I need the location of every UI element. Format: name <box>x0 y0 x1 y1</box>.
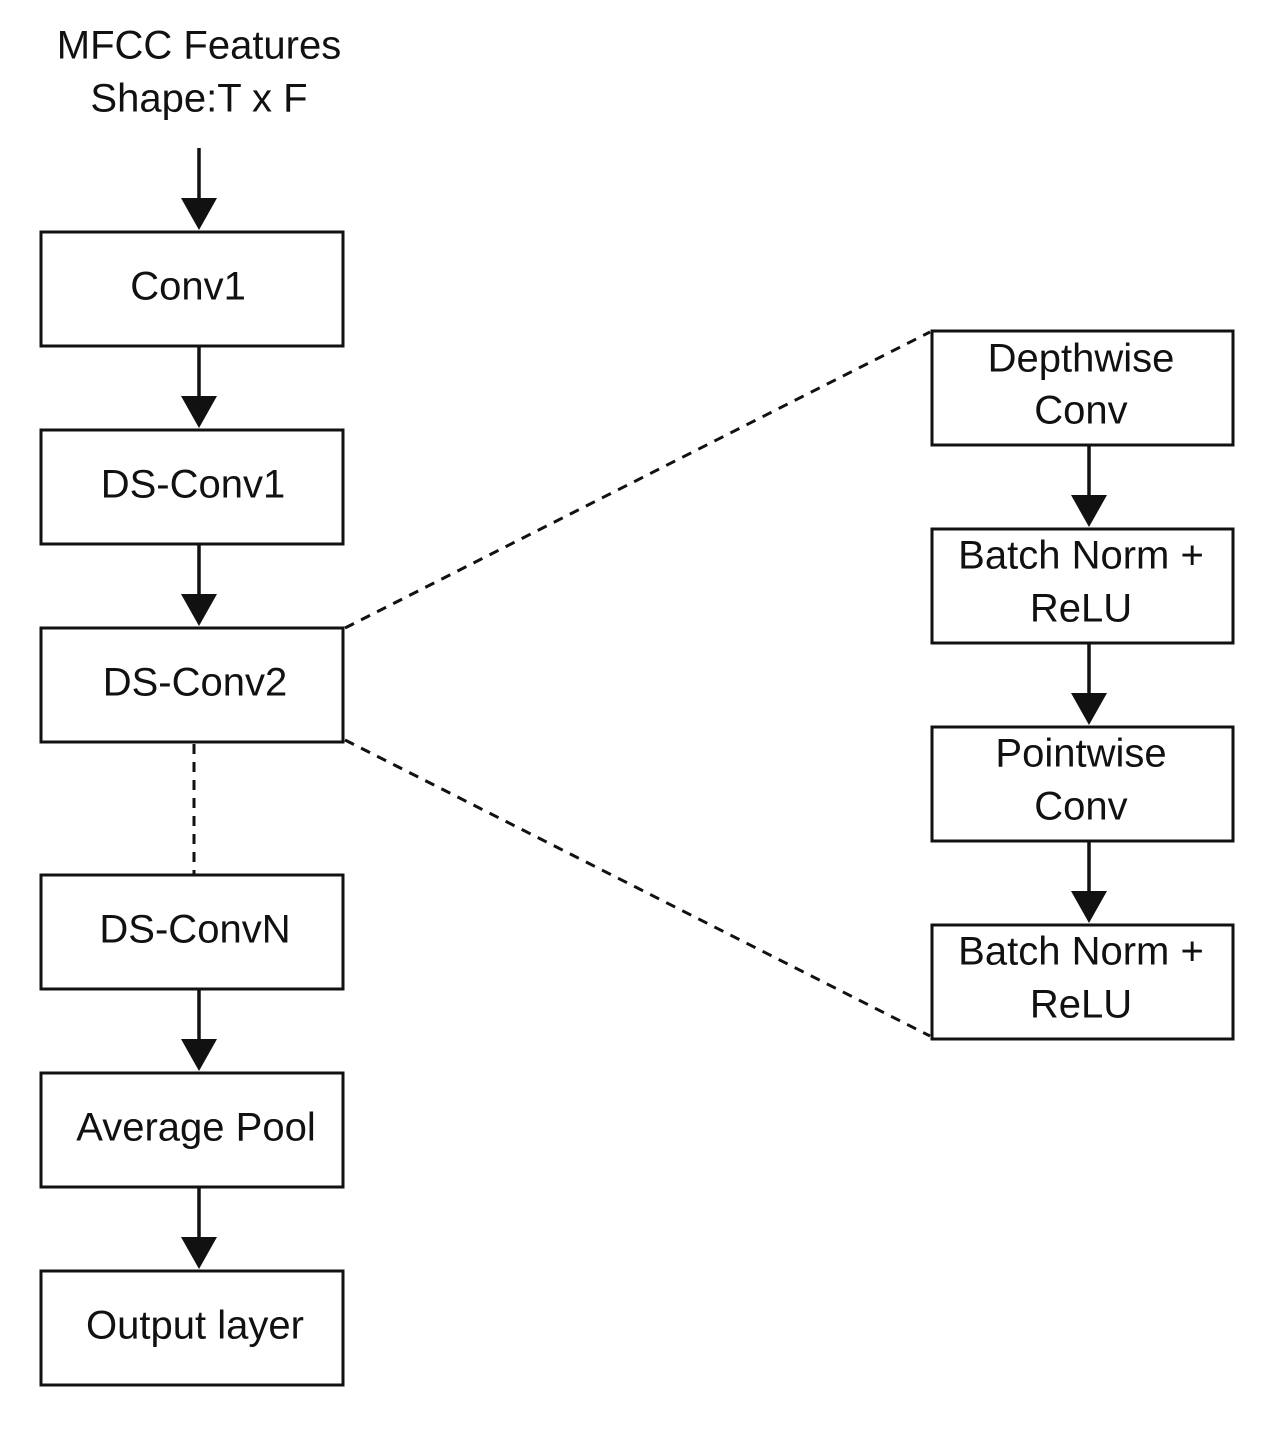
depthwise-conv-label-line2: Conv <box>1034 389 1127 433</box>
output-layer-block: Output layer <box>39 1269 345 1387</box>
arrow-depthwise-to-batchnorm1 <box>1071 445 1107 527</box>
pointwise-conv-label-line1: Pointwise <box>995 732 1166 776</box>
batchnorm-relu-1-label-line2: ReLU <box>1030 587 1132 631</box>
pointwise-conv-block: Pointwise Conv <box>930 725 1235 843</box>
ds-conv1-block: DS-Conv1 <box>39 428 345 546</box>
batchnorm-relu-2-label-line2: ReLU <box>1030 983 1132 1027</box>
batchnorm-relu-1-label-line1: Batch Norm + <box>958 534 1204 578</box>
conv1-label: Conv1 <box>130 265 246 309</box>
conv1-block: Conv1 <box>39 230 345 348</box>
pointwise-conv-label-line2: Conv <box>1034 785 1127 829</box>
depthwise-conv-block: Depthwise Conv <box>930 329 1235 447</box>
batchnorm-relu-block-2: Batch Norm + ReLU <box>930 923 1235 1041</box>
batchnorm-relu-2-label-line1: Batch Norm + <box>958 930 1204 974</box>
ds-conv1-label: DS-Conv1 <box>101 463 286 507</box>
arrow-input-to-conv1 <box>181 148 217 230</box>
depthwise-conv-label-line1: Depthwise <box>988 337 1175 381</box>
output-layer-label: Output layer <box>86 1304 304 1348</box>
arrow-dsconv1-to-dsconv2 <box>181 544 217 626</box>
arrow-averagepool-to-output <box>181 1187 217 1269</box>
dashed-expansion-top <box>344 330 931 630</box>
input-label-line2: Shape:T x F <box>90 77 307 121</box>
ds-convn-label: DS-ConvN <box>99 908 290 952</box>
arrow-batchnorm1-to-pointwise <box>1071 643 1107 725</box>
ds-conv2-block: DS-Conv2 <box>39 626 345 744</box>
batchnorm-relu-block-1: Batch Norm + ReLU <box>930 527 1235 645</box>
average-pool-block: Average Pool <box>39 1071 345 1189</box>
ds-conv2-label: DS-Conv2 <box>103 661 288 705</box>
arrow-dsconvn-to-averagepool <box>181 989 217 1071</box>
arrow-conv1-to-dsconv1 <box>181 346 217 428</box>
average-pool-label: Average Pool <box>76 1106 315 1150</box>
ds-convn-block: DS-ConvN <box>39 873 345 991</box>
input-label-line1: MFCC Features <box>57 24 342 68</box>
dashed-expansion-bottom <box>344 738 931 1038</box>
arrow-pointwise-to-batchnorm2 <box>1071 841 1107 923</box>
